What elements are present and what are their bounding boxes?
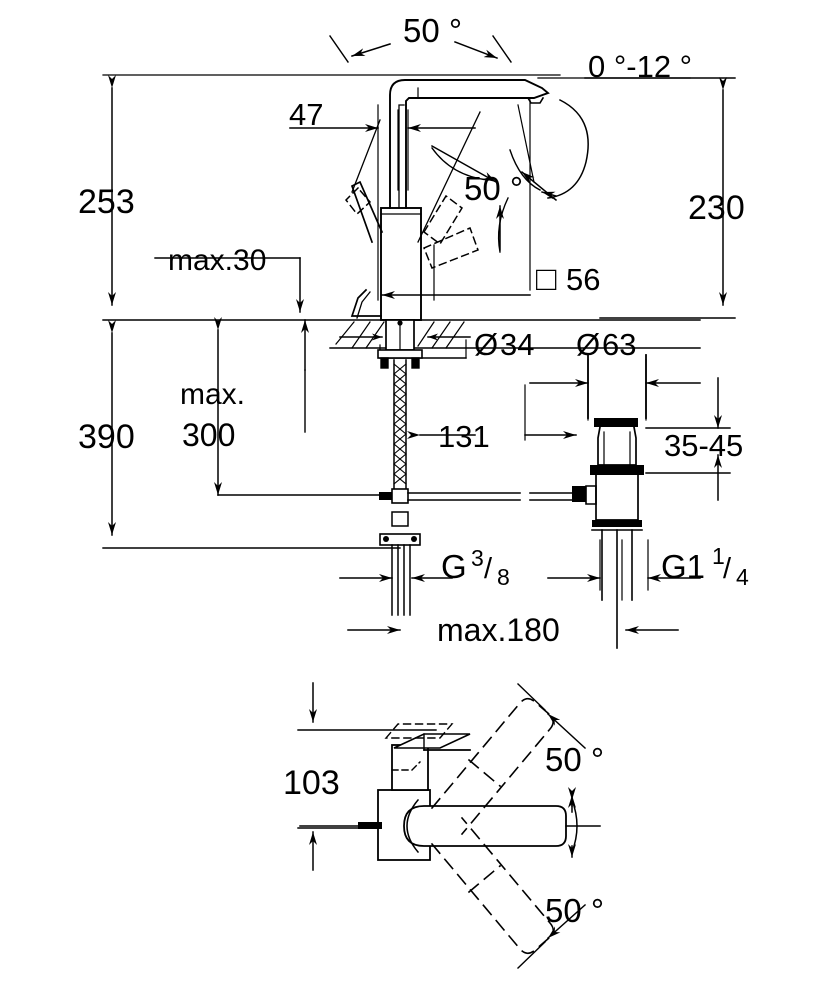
label-thread-g114: G1 1 / 4 [661,543,749,590]
lever-handle [350,180,384,244]
hose-connector [379,511,421,616]
mounting-washer [377,349,423,359]
label-max-30: max.30 [168,244,266,277]
label-dia63: 63 [602,327,636,362]
counter-hatching [335,321,465,349]
label-angle-body-50: 50 ° [464,170,523,207]
label-angle-0-12: 0 °-12 ° [588,49,692,84]
mixer-body [380,207,422,321]
label-dia34-symbol: Ø [474,327,498,362]
dimension-390 [102,320,401,549]
label-dia34: 34 [500,327,534,362]
label-g38-g: G [441,548,467,585]
waste-flange [594,418,638,427]
label-max-180: max.180 [437,612,560,648]
spout-inner-line [398,104,405,209]
plan-spout [403,805,567,847]
popup-linkage [379,486,586,504]
label-390: 390 [78,418,135,456]
label-angle-top-50: 50 ° [403,12,462,49]
lever-ghost-upper [344,186,372,216]
label-dia63-symbol: Ø [576,327,600,362]
label-sq56: 56 [566,262,600,297]
bolt-right [411,357,420,369]
lever-base [350,288,382,317]
label-thread-g38: G 3 / 8 [441,545,510,590]
lever-ghost-tilt-a [423,194,463,246]
centre-dot [397,320,403,326]
label-max-300-line1: max. [180,378,245,411]
elevation-angle-indicators [329,35,691,291]
bolt-left [380,357,389,369]
label-253: 253 [78,183,135,221]
label-g38-den: 8 [497,564,510,590]
label-plan-angle-lower: 50 ° [545,892,604,929]
dimension-g114 [547,539,701,601]
label-plan-angle-upper: 50 ° [545,741,604,778]
plan-faucet-body [299,723,601,861]
label-sq56-symbol: □ [536,260,557,298]
label-g114-g: G1 [661,548,705,585]
dimension-riser-width [397,109,476,191]
lever-ghost-tilt-b [423,226,479,269]
plan-lever-ghost [384,723,454,739]
dimension-131 [407,384,577,441]
label-230: 230 [688,189,745,227]
label-47: 47 [289,97,323,132]
dimension-dia-63 [529,359,701,421]
dimension-square-56 [381,244,531,301]
label-103: 103 [283,764,340,802]
label-131: 131 [438,419,490,454]
label-g114-slash: / [723,553,732,585]
dimension-text-layer: 253 390 230 max.30 max. 300 47 □ 56 Ø 34… [78,12,749,929]
label-max-300-line2: 300 [182,417,235,453]
popup-waste-assembly [585,354,647,649]
label-g114-den: 4 [736,564,749,590]
dimension-47 [289,104,379,301]
dimension-max-30 [154,257,304,313]
dimension-35-45 [645,377,731,501]
label-35-45: 35-45 [664,428,743,463]
dimension-max-300 [214,317,406,496]
spout-outline [389,79,550,209]
waste-locknut [590,465,644,475]
label-g114-num: 1 [712,543,725,569]
label-g38-slash: / [484,553,493,585]
plan-angle-indicators [517,683,587,969]
supply-hose [393,359,407,493]
label-g38-num: 3 [471,545,484,571]
